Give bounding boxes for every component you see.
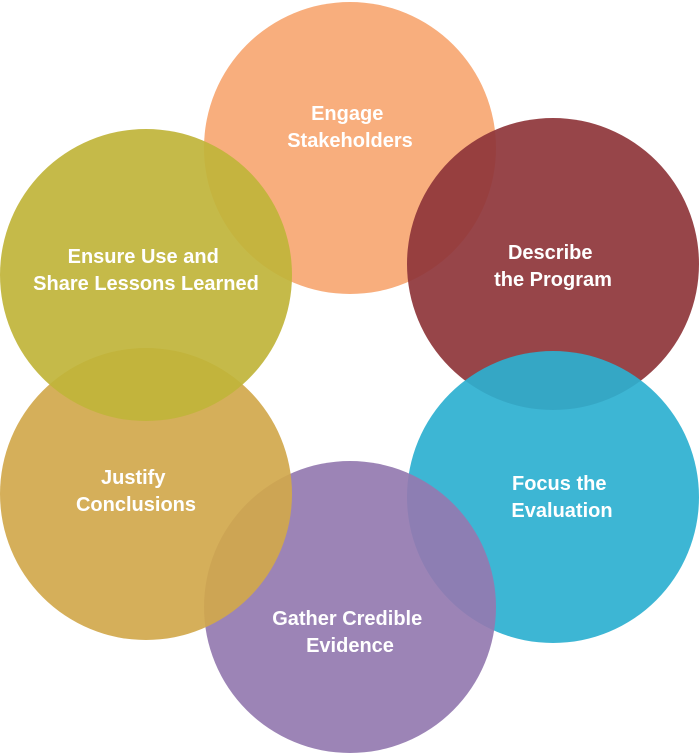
label-describe-the-program: Describe the Program [494,242,612,291]
label-line: Evidence [306,635,394,657]
label-line: the Program [494,269,612,291]
circle-justify-conclusions [0,348,292,640]
label-justify-conclusions: Justify Conclusions [76,467,196,516]
circle-shape [0,348,292,640]
label-line: Share Lessons Learned [33,273,259,295]
circle-ensure-use [0,129,292,421]
label-line: Describe [508,242,593,264]
label-line: Focus the [512,473,606,495]
label-line: Ensure Use and [68,246,219,268]
label-line: Engage [311,103,383,125]
label-line: Evaluation [511,500,612,522]
label-line: Conclusions [76,494,196,516]
label-line: Justify [101,467,166,489]
label-line: Gather Credible [272,608,422,630]
label-line: Stakeholders [287,130,413,152]
label-ensure-use-and-share-lessons: Ensure Use and Share Lessons Learned [33,246,259,295]
label-focus-the-evaluation: Focus the Evaluation [511,473,612,522]
label-engage-stakeholders: Engage Stakeholders [287,103,413,152]
label-gather-credible-evidence: Gather Credible Evidence [272,608,428,657]
circle-shape [0,129,292,421]
circle-shape [407,118,699,410]
circle-describe-the-program [407,118,699,410]
